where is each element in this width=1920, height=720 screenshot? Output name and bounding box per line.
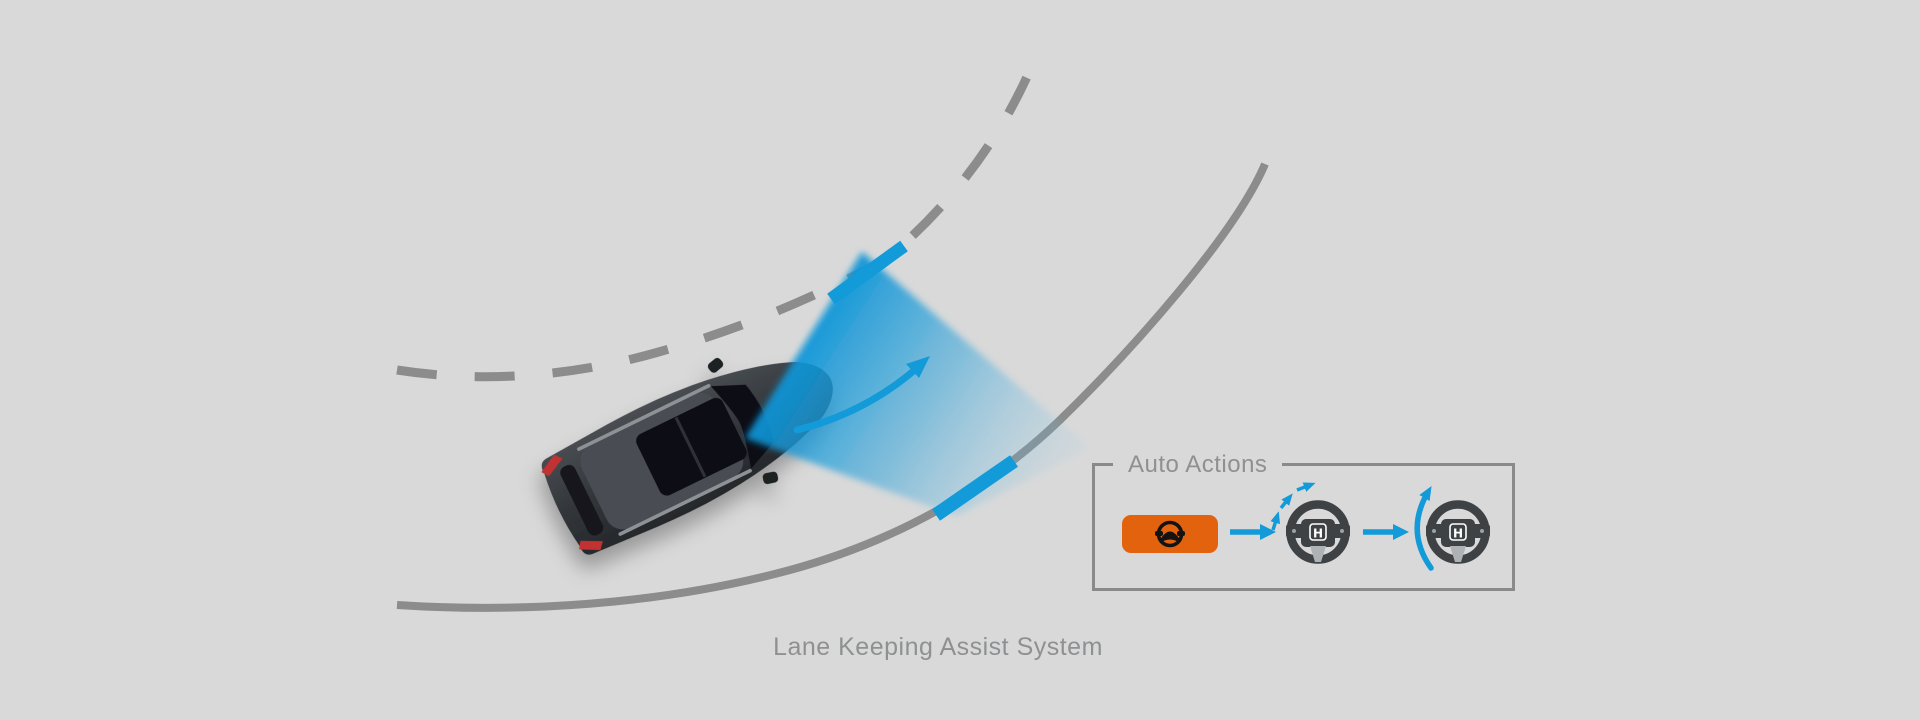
camera-detection-beam xyxy=(745,252,1090,516)
flow-arrow-2 xyxy=(1363,524,1409,540)
car-windshield xyxy=(710,384,774,469)
steering-wheel-active-steering: H xyxy=(1414,485,1490,571)
trajectory-arrow xyxy=(793,356,930,434)
car-taillight-left xyxy=(541,454,563,477)
steering-wheel-icon: H xyxy=(1286,500,1350,564)
car-mirror-right xyxy=(762,471,779,485)
car-rear-window xyxy=(560,464,604,536)
solid-lane-line xyxy=(396,162,1269,612)
flow-arrow-1 xyxy=(1230,524,1276,540)
lkas-warning-icon xyxy=(1155,520,1185,548)
steering-wheel-icon: H xyxy=(1426,500,1490,564)
car-taillight-right xyxy=(579,540,603,551)
wheel-logo: H xyxy=(1453,527,1463,541)
wheel-logo: H xyxy=(1313,527,1323,541)
detected-lane-marking-inner xyxy=(827,240,908,305)
lkas-indicator-badge xyxy=(1122,515,1218,553)
diagram-caption: Lane Keeping Assist System xyxy=(773,633,1103,661)
detected-lane-marking-outer xyxy=(932,455,1018,521)
car-mirror-left xyxy=(707,357,724,373)
auto-actions-title: Auto Actions xyxy=(1113,449,1283,481)
car-top-view xyxy=(541,357,833,555)
auto-actions-panel: Auto Actions xyxy=(1092,449,1515,591)
small-correction-arrows-icon xyxy=(1270,482,1316,531)
steering-wheel-small-corrections: H xyxy=(1270,482,1350,564)
steering-arc-arrow-icon xyxy=(1414,485,1434,571)
